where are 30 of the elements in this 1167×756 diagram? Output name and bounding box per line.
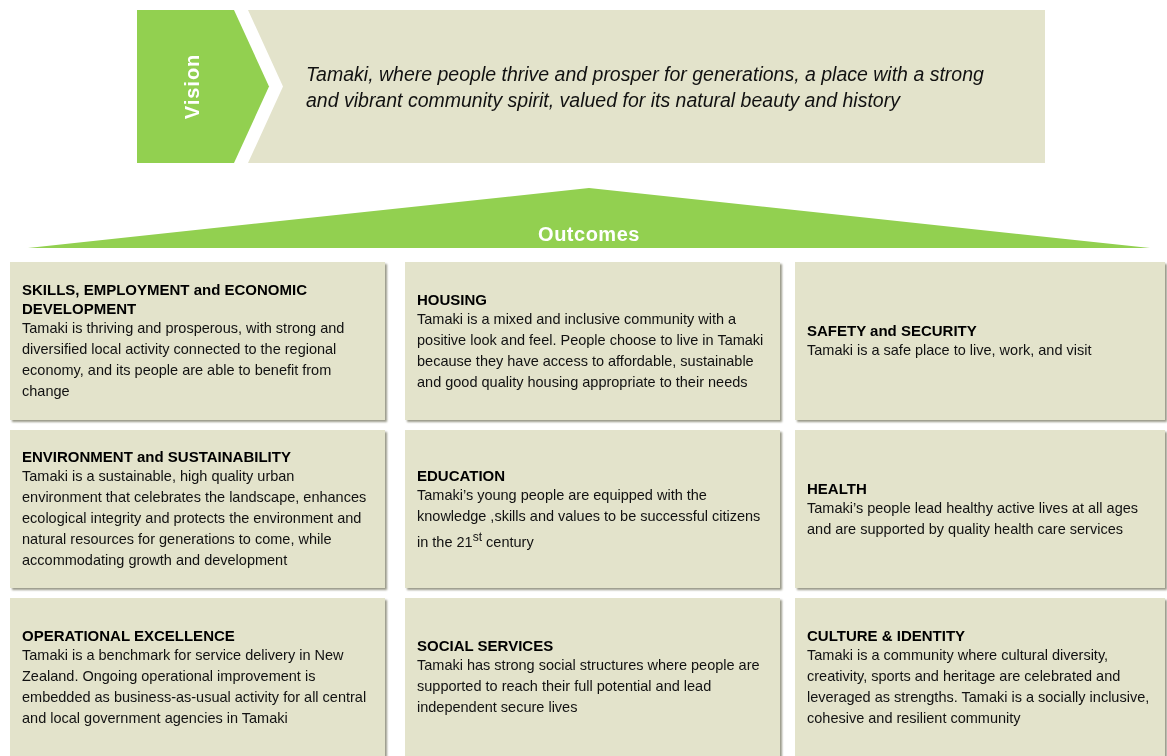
outcome-description: Tamaki is a community where cultural diversity, creativity, sports and heritage are celebrated and leveraged as strengths. Tamaki is a socially inclusive, cohesive and resilient community (807, 645, 1151, 728)
outcome-card (795, 262, 1165, 420)
outcome-description: Tamaki is a sustainable, high quality urban environment that celebrates the landscape, enhances ecological integrity and protects the environment and natural resources for generations to come, while accommodating growth and development (22, 467, 368, 570)
outcome-description: Tamaki is a mixed and inclusive community with a positive look and feel. People choose to live in Tamaki because they have access to affordable, sustainable and good quality housing appropriate to their needs (417, 309, 765, 392)
outcome-card (405, 430, 780, 588)
outcome-heading: SAFETY and SECURITY (807, 321, 978, 340)
outcome-card (405, 262, 780, 420)
outcome-heading: HOUSING (417, 289, 488, 309)
outcome-card (10, 430, 385, 588)
vision-statement: Tamaki, where people thrive and prosper for generations, a place with a strong and vibrant community spirit, valued for its natural beauty and history (306, 61, 985, 113)
outcome-description: Tamaki is a safe place to live, work, and visit (807, 341, 1093, 360)
outcome-description: Tamaki has strong social structures where people are supported to reach their full potential and lead independent secure lives (417, 656, 761, 717)
outcome-card (10, 262, 385, 420)
outcome-heading: ENVIRONMENT and SUSTAINABILITY (22, 447, 292, 466)
outcome-card (405, 598, 780, 756)
outcome-heading: HEALTH (807, 478, 868, 498)
outcome-description: Tamaki is thriving and prosperous, with strong and diversified local activity connected to the regional economy, and its people are able to benefit from change (22, 319, 346, 401)
outcome-description: Tamaki’s young people are equipped with the knowledge ,skills and values to be successful citizens in the 21$^{st}$ century (417, 485, 762, 552)
outcome-card (795, 598, 1165, 756)
outcome-heading: EDUCATION (417, 465, 507, 485)
outcome-heading: OPERATIONAL EXCELLENCE (22, 625, 236, 645)
outcome-heading: SOCIAL SERVICES (417, 636, 555, 655)
outcome-card (795, 430, 1165, 588)
outcome-description: Tamaki’s people lead healthy active lives at all ages and are supported by quality health care services (807, 498, 1139, 539)
outcomes-heading: Outcomes (538, 223, 640, 245)
vision-label: Vision (181, 53, 205, 120)
outcome-heading: SKILLS, EMPLOYMENT and ECONOMIC DEVELOPMENT (22, 280, 308, 318)
outcome-heading: CULTURE & IDENTITY (807, 625, 967, 645)
outcome-description: Tamaki is a benchmark for service delivery in New Zealand. Ongoing operational improvement is embedded as business-as-usual activity for all central and local government agencies in Tamaki (22, 645, 368, 728)
outcome-card (10, 598, 385, 756)
